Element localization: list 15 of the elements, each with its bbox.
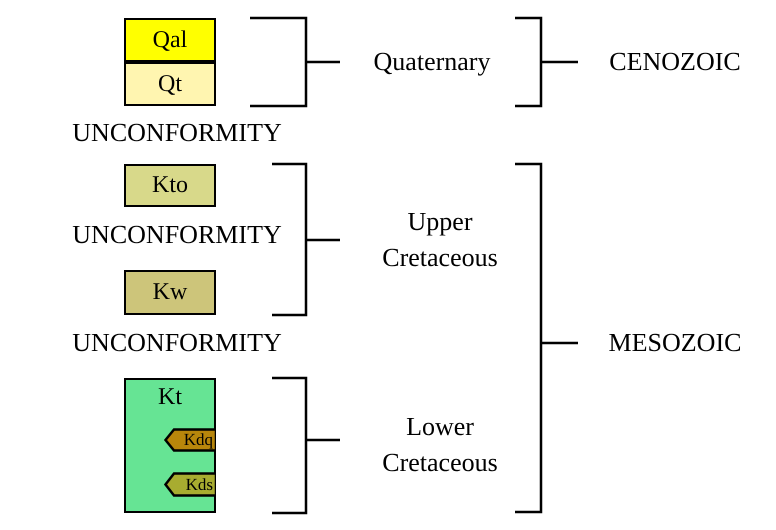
era-label: CENOZOIC [609, 46, 741, 78]
unconformity-label: UNCONFORMITY [72, 327, 282, 359]
rock-unit-box: Qal [124, 18, 216, 62]
rock-unit-box: Qt [124, 62, 216, 106]
era-label: MESOZOIC [608, 327, 742, 359]
member-tag: Kds [164, 472, 216, 497]
period-label: Lower Cretaceous [381, 411, 499, 479]
unconformity-label: UNCONFORMITY [72, 219, 282, 251]
member-tag: Kdq [164, 428, 216, 452]
period-label: Upper Cretaceous [381, 206, 499, 274]
period-label: Quaternary [374, 46, 490, 78]
rock-unit-box: Kto [124, 164, 216, 207]
rock-unit-box: Kw [124, 270, 216, 315]
unconformity-label: UNCONFORMITY [72, 117, 282, 149]
rock-unit-box: Kt Kdq Kds [124, 378, 216, 513]
